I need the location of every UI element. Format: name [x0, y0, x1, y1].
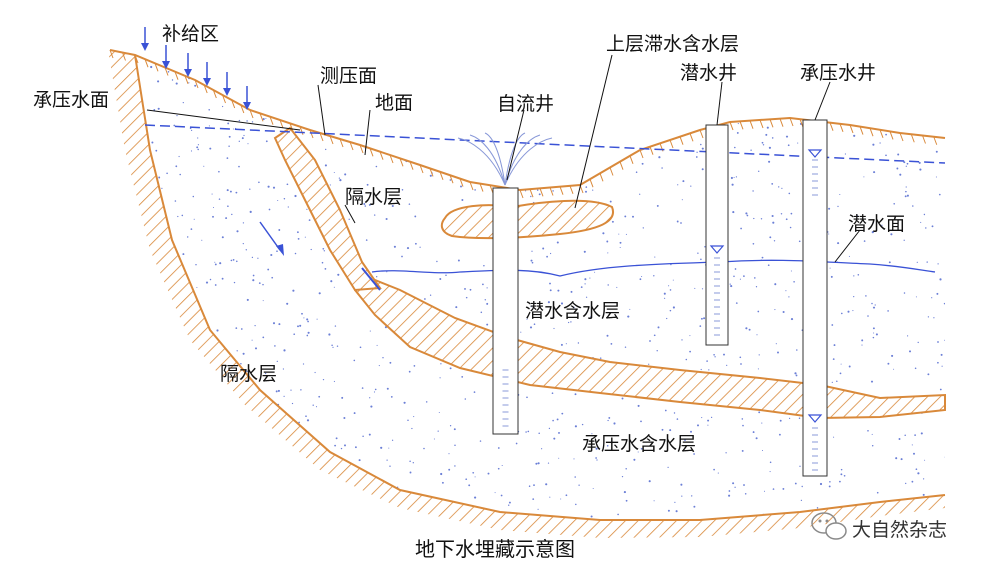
confined-water-surface-label: 承压水面 — [33, 89, 109, 111]
water-table-line — [371, 259, 936, 277]
watermark-text: 大自然杂志 — [852, 519, 947, 541]
confined-aquifer-label: 承压水含水层 — [582, 433, 696, 455]
aquiclude-bottom-label: 隔水层 — [220, 363, 277, 385]
aquiclude-mid-label: 隔水层 — [345, 186, 402, 208]
arrow-down-icon — [141, 27, 251, 110]
confined-well-label: 承压水井 — [800, 62, 876, 84]
perched-aquifer-label: 上层滞水含水层 — [606, 33, 739, 55]
confined-well — [802, 119, 828, 477]
ground-surface-label: 地面 — [375, 92, 413, 114]
recharge-zone-label: 补给区 — [162, 23, 219, 45]
triangle-down-icon — [807, 149, 823, 158]
aquiclude-band-lower — [354, 270, 946, 420]
figure-caption: 地下水埋藏示意图 — [415, 537, 575, 561]
water-table-label: 潜水面 — [848, 213, 905, 235]
arrow-diagonal-icon — [259, 221, 284, 256]
triangle-down-icon — [807, 414, 823, 423]
triangle-down-icon — [709, 245, 725, 254]
watermark: 大自然杂志 — [811, 512, 947, 541]
artesian-well-label: 自流井 — [497, 93, 554, 115]
ground-hatch — [109, 49, 938, 199]
phreatic-well-label: 潜水井 — [680, 62, 737, 84]
artesian-well — [457, 132, 553, 435]
aquiclude-band-upper — [273, 126, 382, 292]
piezometric-surface-label: 测压面 — [320, 65, 377, 87]
phreatic-aquifer-label: 潜水含水层 — [525, 300, 620, 322]
wechat-icon — [811, 512, 847, 540]
phreatic-well — [705, 124, 729, 346]
